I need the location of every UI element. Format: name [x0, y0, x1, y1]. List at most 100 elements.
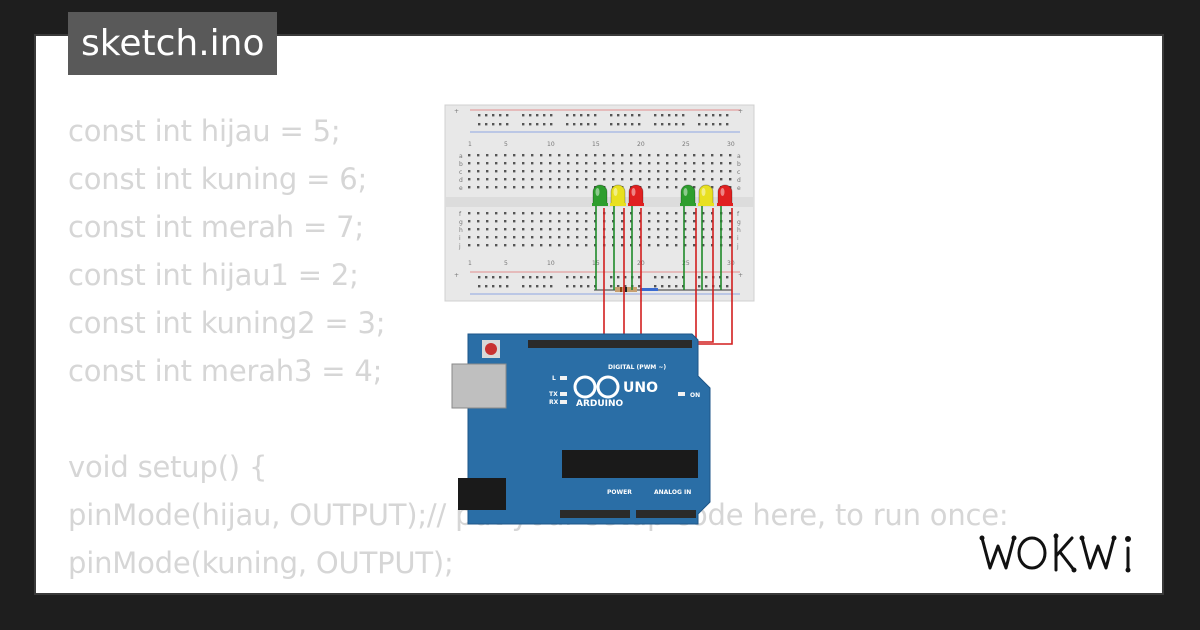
breadboard-hole[interactable] — [495, 228, 498, 231]
breadboard-hole[interactable] — [698, 123, 701, 126]
breadboard-hole[interactable] — [585, 154, 588, 157]
breadboard-hole[interactable] — [610, 285, 613, 288]
breadboard-hole[interactable] — [478, 114, 481, 117]
breadboard-hole[interactable] — [580, 114, 583, 117]
breadboard-hole[interactable] — [666, 162, 669, 165]
led-red[interactable] — [717, 184, 733, 206]
breadboard-hole[interactable] — [702, 220, 705, 223]
breadboard-hole[interactable] — [712, 123, 715, 126]
breadboard-hole[interactable] — [536, 123, 539, 126]
breadboard-hole[interactable] — [654, 123, 657, 126]
breadboard-hole[interactable] — [529, 276, 532, 279]
breadboard-hole[interactable] — [531, 170, 534, 173]
breadboard-hole[interactable] — [603, 154, 606, 157]
breadboard-hole[interactable] — [693, 228, 696, 231]
breadboard-hole[interactable] — [702, 244, 705, 247]
breadboard-hole[interactable] — [580, 276, 583, 279]
breadboard-hole[interactable] — [675, 228, 678, 231]
breadboard-hole[interactable] — [657, 186, 660, 189]
breadboard-hole[interactable] — [540, 236, 543, 239]
breadboard-hole[interactable] — [666, 170, 669, 173]
breadboard-hole[interactable] — [684, 236, 687, 239]
breadboard-hole[interactable] — [522, 236, 525, 239]
breadboard-hole[interactable] — [675, 162, 678, 165]
breadboard-hole[interactable] — [729, 220, 732, 223]
breadboard-hole[interactable] — [495, 170, 498, 173]
breadboard-hole[interactable] — [648, 236, 651, 239]
breadboard-hole[interactable] — [580, 123, 583, 126]
breadboard-hole[interactable] — [522, 276, 525, 279]
breadboard-hole[interactable] — [654, 276, 657, 279]
breadboard-hole[interactable] — [477, 186, 480, 189]
breadboard-hole[interactable] — [705, 276, 708, 279]
breadboard-hole[interactable] — [513, 154, 516, 157]
breadboard-hole[interactable] — [603, 170, 606, 173]
breadboard-hole[interactable] — [630, 154, 633, 157]
breadboard-hole[interactable] — [504, 236, 507, 239]
breadboard-hole[interactable] — [558, 228, 561, 231]
breadboard-hole[interactable] — [540, 178, 543, 181]
breadboard-hole[interactable] — [585, 212, 588, 215]
breadboard-hole[interactable] — [603, 162, 606, 165]
breadboard-hole[interactable] — [702, 228, 705, 231]
resistor-row[interactable] — [594, 287, 732, 292]
breadboard-hole[interactable] — [610, 123, 613, 126]
breadboard-hole[interactable] — [486, 244, 489, 247]
breadboard-hole[interactable] — [522, 154, 525, 157]
breadboard-hole[interactable] — [702, 178, 705, 181]
breadboard-hole[interactable] — [729, 228, 732, 231]
breadboard-hole[interactable] — [675, 114, 678, 117]
breadboard-hole[interactable] — [729, 186, 732, 189]
breadboard-hole[interactable] — [549, 162, 552, 165]
breadboard-hole[interactable] — [499, 114, 502, 117]
breadboard-hole[interactable] — [684, 154, 687, 157]
breadboard-hole[interactable] — [529, 114, 532, 117]
breadboard-hole[interactable] — [711, 186, 714, 189]
breadboard-hole[interactable] — [668, 123, 671, 126]
breadboard-hole[interactable] — [529, 285, 532, 288]
breadboard-hole[interactable] — [485, 123, 488, 126]
led-red[interactable] — [628, 184, 644, 206]
breadboard-hole[interactable] — [522, 178, 525, 181]
breadboard-hole[interactable] — [495, 244, 498, 247]
breadboard-hole[interactable] — [573, 285, 576, 288]
breadboard-hole[interactable] — [648, 212, 651, 215]
breadboard-hole[interactable] — [639, 178, 642, 181]
breadboard-hole[interactable] — [513, 220, 516, 223]
breadboard-hole[interactable] — [558, 154, 561, 157]
breadboard-hole[interactable] — [567, 228, 570, 231]
breadboard-hole[interactable] — [468, 170, 471, 173]
breadboard-hole[interactable] — [621, 154, 624, 157]
breadboard-hole[interactable] — [468, 186, 471, 189]
breadboard-hole[interactable] — [631, 114, 634, 117]
breadboard-hole[interactable] — [631, 123, 634, 126]
breadboard-hole[interactable] — [661, 123, 664, 126]
circuit-diagram[interactable]: 1 5 10 15 20 25 30 1 5 10 15 20 25 30 a … — [440, 100, 760, 530]
breadboard-hole[interactable] — [617, 114, 620, 117]
breadboard-hole[interactable] — [675, 236, 678, 239]
breadboard-hole[interactable] — [576, 186, 579, 189]
breadboard-hole[interactable] — [726, 285, 729, 288]
breadboard-hole[interactable] — [617, 276, 620, 279]
breadboard-hole[interactable] — [585, 162, 588, 165]
breadboard-hole[interactable] — [499, 285, 502, 288]
breadboard-hole[interactable] — [684, 244, 687, 247]
breadboard-hole[interactable] — [666, 186, 669, 189]
breadboard-hole[interactable] — [468, 154, 471, 157]
breadboard-hole[interactable] — [693, 162, 696, 165]
breadboard-hole[interactable] — [485, 285, 488, 288]
breadboard-hole[interactable] — [594, 162, 597, 165]
breadboard-hole[interactable] — [522, 228, 525, 231]
breadboard-hole[interactable] — [702, 212, 705, 215]
breadboard-hole[interactable] — [682, 114, 685, 117]
breadboard-hole[interactable] — [702, 170, 705, 173]
breadboard-hole[interactable] — [531, 154, 534, 157]
breadboard-hole[interactable] — [580, 285, 583, 288]
breadboard-hole[interactable] — [576, 228, 579, 231]
breadboard-hole[interactable] — [621, 220, 624, 223]
breadboard-hole[interactable] — [504, 228, 507, 231]
breadboard-hole[interactable] — [531, 212, 534, 215]
breadboard-hole[interactable] — [495, 220, 498, 223]
breadboard-hole[interactable] — [668, 276, 671, 279]
breadboard-hole[interactable] — [693, 212, 696, 215]
